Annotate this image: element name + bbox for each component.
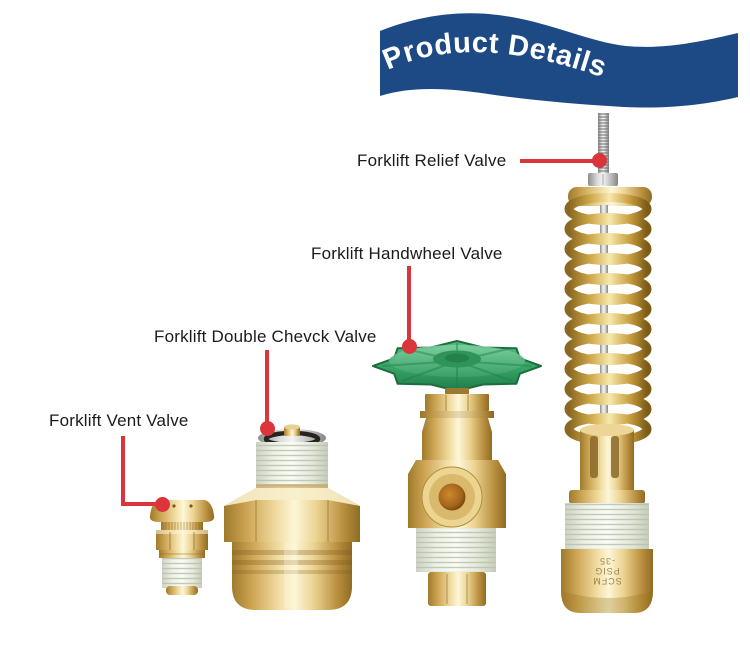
double-check-valve-photo (224, 424, 360, 610)
product-details-banner: Product Details (378, 13, 738, 108)
leader-line-vent-vertical (121, 436, 125, 506)
svg-text:PSIG: PSIG (594, 566, 620, 576)
label-handwheel-valve: Forklift Handwheel Valve (311, 244, 503, 263)
pointer-dot-relief (592, 153, 607, 168)
svg-text:SCFM: SCFM (592, 576, 622, 586)
label-relief-valve: Forklift Relief Valve (357, 151, 507, 170)
leader-line-vent-horizontal (121, 502, 159, 506)
leader-line-double-check (265, 350, 269, 424)
banner-ribbon-shape (380, 13, 738, 108)
leader-line-handwheel (407, 266, 411, 342)
pointer-dot-handwheel (402, 339, 417, 354)
pointer-dot-vent (155, 497, 170, 512)
relief-valve-engraving: SCFM PSIG -35 (592, 556, 622, 586)
label-vent-valve: Forklift Vent Valve (49, 411, 189, 430)
svg-text:-35: -35 (599, 556, 615, 566)
handwheel-valve-photo (372, 340, 542, 606)
vent-valve-photo (149, 499, 215, 595)
leader-line-relief (520, 159, 596, 163)
relief-valve-photo: SCFM PSIG -35 (561, 113, 653, 613)
pointer-dot-double-check (260, 421, 275, 436)
relief-spring (564, 193, 652, 445)
label-double-check-valve: Forklift Double Chevck Valve (154, 327, 377, 346)
